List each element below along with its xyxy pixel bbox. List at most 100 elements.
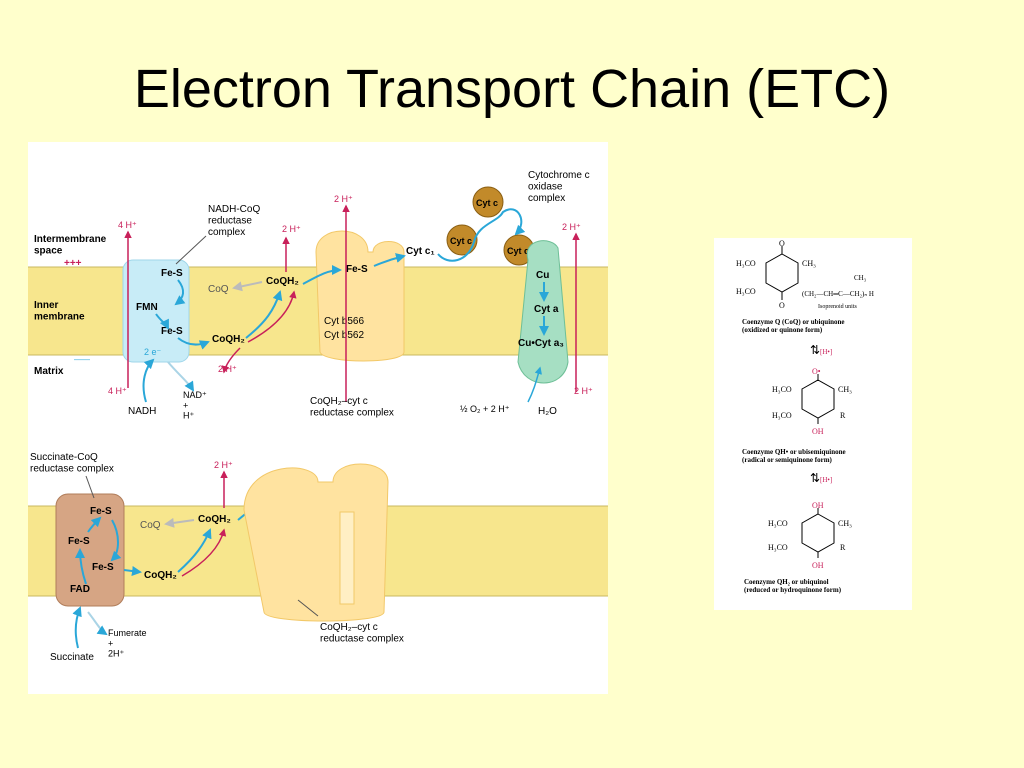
- ubiquinone-structure: [765, 246, 799, 300]
- coqh2-upper-top: CoQH₂: [266, 276, 299, 287]
- arrow-coq-return: [232, 281, 263, 292]
- complex-3-bottom-shape: [243, 463, 389, 622]
- complex-2-fes-mid: Fe-S: [68, 536, 90, 547]
- complex-1-h-out: 4 H⁺: [118, 220, 137, 230]
- q-group1: H₃CO: [736, 259, 756, 268]
- q-h-in: 2 H⁺: [218, 364, 237, 374]
- electron-arrow-c3-2: [373, 253, 406, 267]
- q-h-out: 2 H⁺: [282, 224, 301, 234]
- q-h-out-bottom: 2 H⁺: [214, 460, 233, 470]
- ql-methyl: CH₃: [838, 519, 852, 528]
- complex-1-shape: [122, 259, 190, 363]
- q-chain: (CH₂—CH═C—CH₂)ₙ H: [802, 290, 874, 298]
- label-positive-charge: +++: [64, 258, 82, 269]
- electron-arrow-cytc: [437, 208, 526, 262]
- electron-arrow-c2-3: [110, 519, 122, 562]
- q-o-bottom: O: [779, 301, 785, 310]
- electron-arrow-c2-1: [75, 548, 87, 585]
- complex-1-fes-top: Fe-S: [161, 268, 183, 279]
- q-group2: H₃CO: [736, 287, 756, 296]
- step2-label: [H•]: [820, 476, 832, 484]
- complex-3-cyt-b566: Cyt b566: [324, 316, 364, 327]
- arrow-nad-release: [167, 361, 195, 392]
- complex-1-h-in: 4 H⁺: [108, 386, 127, 396]
- arrow-coqh2-rise-blue-bottom: [177, 528, 212, 573]
- complex-4-h-in: 2 H⁺: [574, 386, 593, 396]
- coqh2-upper-bottom: CoQH₂: [198, 514, 231, 525]
- sq-oh-bottom: OH: [812, 427, 824, 436]
- cyt-c-2: [446, 224, 478, 256]
- water-label: H₂O: [538, 406, 557, 417]
- complex-3-bottom-slot: [339, 511, 355, 605]
- complex-1-fmn: FMN: [136, 302, 158, 313]
- sq-caption: Coenzyme QH• or ubisemiquinone(radical o…: [742, 448, 846, 464]
- electron-arrow-c2-2: [87, 516, 102, 533]
- q-isoprenoid: Isoprenoid units: [818, 304, 857, 310]
- complex-4-shape: [517, 240, 569, 384]
- ql-group1: H₃CO: [768, 519, 788, 528]
- slide-title: Electron Transport Chain (ETC): [133, 59, 891, 119]
- arrow-coqh2-rise-blue: [245, 290, 283, 339]
- sq-methyl: CH₃: [838, 385, 852, 394]
- coq-bottom: CoQ: [140, 520, 161, 531]
- sq-group2: H₃CO: [772, 411, 792, 420]
- sq-o-top: O•: [812, 367, 821, 376]
- complex-4-cu: Cu: [536, 270, 549, 281]
- q-o-top: O: [779, 239, 785, 248]
- nadh-label: NADH: [128, 406, 156, 417]
- nad-label: NAD⁺+H⁺: [183, 390, 207, 421]
- electron-arrow-nadh: [142, 358, 155, 403]
- electron-arrow-c1-1: [174, 279, 186, 306]
- complex-2-shape: [55, 493, 125, 607]
- coqh2-lower-top: CoQH₂: [212, 334, 245, 345]
- complex-4-cu-cyt-a3: Cu•Cyt a₃: [518, 338, 564, 349]
- electron-arrow-c1-3: [177, 337, 210, 350]
- q-chain-methyl: CH₃: [854, 274, 867, 282]
- coq-top: CoQ: [208, 284, 229, 295]
- label-matrix: Matrix: [34, 366, 64, 377]
- cyt-c-label-1: Cyt c: [476, 198, 498, 208]
- arrow-coq-return-bottom: [164, 517, 195, 528]
- fumerate-label: Fumerate+2H⁺: [108, 628, 147, 659]
- q-methyl: CH₃: [802, 259, 816, 268]
- complex-1-fes-bottom: Fe-S: [161, 326, 183, 337]
- complex-2-fes-top: Fe-S: [90, 506, 112, 517]
- complex-3-shape: [315, 230, 405, 362]
- oxygen-label: ½ O₂ + 2 H⁺: [460, 404, 510, 414]
- proton-arrow-q-in: [221, 347, 241, 374]
- sq-r: R: [840, 411, 846, 420]
- arrow-coqh2-rise-red: [247, 290, 297, 343]
- complex-3-cyt-c1: Cyt c₁: [406, 246, 435, 257]
- electron-arrow-c3-1: [302, 265, 342, 285]
- electron-arrow-c1-2: [155, 313, 169, 330]
- complex-3-h-out: 2 H⁺: [334, 194, 353, 204]
- ubiquinol-structure: [801, 508, 835, 558]
- coqh2-lower-bottom: CoQH₂: [144, 570, 177, 581]
- ql-caption: Coenzyme QH₂ or ubiquinol(reduced or hyd…: [744, 578, 842, 594]
- arrow-oxygen-to-water: [527, 366, 542, 403]
- coenzyme-q-figure: O O H₃CO H₃CO CH₃ CH₃ (CH₂—CH═C—CH₂)ₙ H …: [714, 238, 912, 610]
- electron-arrow-c2-4: [123, 566, 142, 576]
- complex-3-cyt-b562: Cyt b562: [324, 330, 364, 341]
- complex-4-h-out: 2 H⁺: [562, 222, 581, 232]
- arrow-coqh2-rise-red-bottom: [181, 528, 227, 577]
- complex-1-two-electrons: 2 e⁻: [144, 347, 162, 357]
- cyt-c-label-2: Cyt c: [450, 236, 472, 246]
- complex-2-fad: FAD: [70, 584, 90, 595]
- ql-group2: H₃CO: [768, 543, 788, 552]
- electron-arrow-succinate: [72, 606, 82, 649]
- label-negative-charge: ——: [74, 355, 90, 364]
- ubisemiquinone-structure: [801, 374, 835, 424]
- cyt-c-label-3: Cyt c: [507, 246, 529, 256]
- cyt-c-1: [472, 186, 504, 218]
- succinate-label: Succinate: [50, 652, 94, 663]
- ql-oh-bottom: OH: [812, 561, 824, 570]
- step1-arrows: ⇅: [810, 343, 820, 357]
